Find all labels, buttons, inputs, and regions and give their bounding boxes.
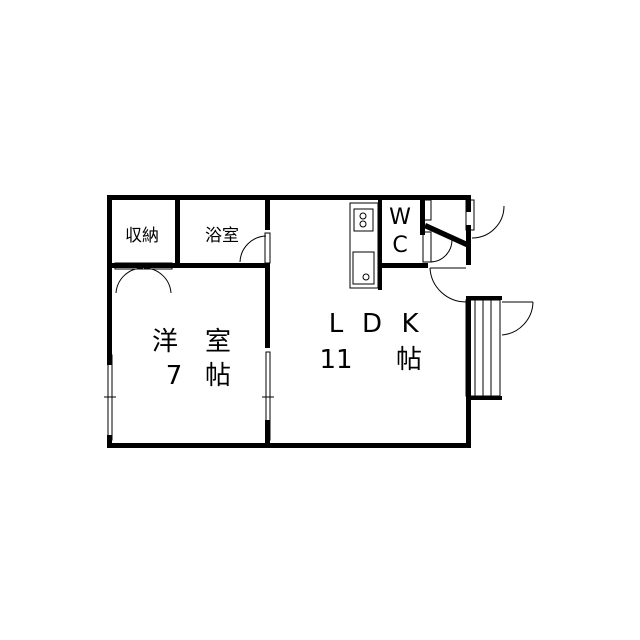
western-room-name-1: 洋 xyxy=(152,327,178,357)
western-room-size: 7 xyxy=(166,361,183,391)
ldk-label-l: L xyxy=(329,309,344,339)
ldk-size: 11 xyxy=(319,345,352,375)
ldk-label-d: D xyxy=(362,309,382,339)
storage-label: 収納 xyxy=(125,226,159,246)
windows xyxy=(104,351,274,441)
wc-label-w: W xyxy=(389,205,411,230)
western-room-unit: 帖 xyxy=(205,361,231,391)
ldk-label-k: K xyxy=(401,309,419,339)
wc-label-c: C xyxy=(392,233,407,258)
doors xyxy=(114,199,534,397)
ldk-unit: 帖 xyxy=(396,345,422,375)
walls xyxy=(107,195,502,448)
western-room-name-2: 室 xyxy=(205,327,231,357)
kitchen-counter xyxy=(349,202,379,289)
bath-label: 浴室 xyxy=(205,226,239,246)
sink-icon xyxy=(352,251,375,285)
stove-icon xyxy=(353,208,374,232)
